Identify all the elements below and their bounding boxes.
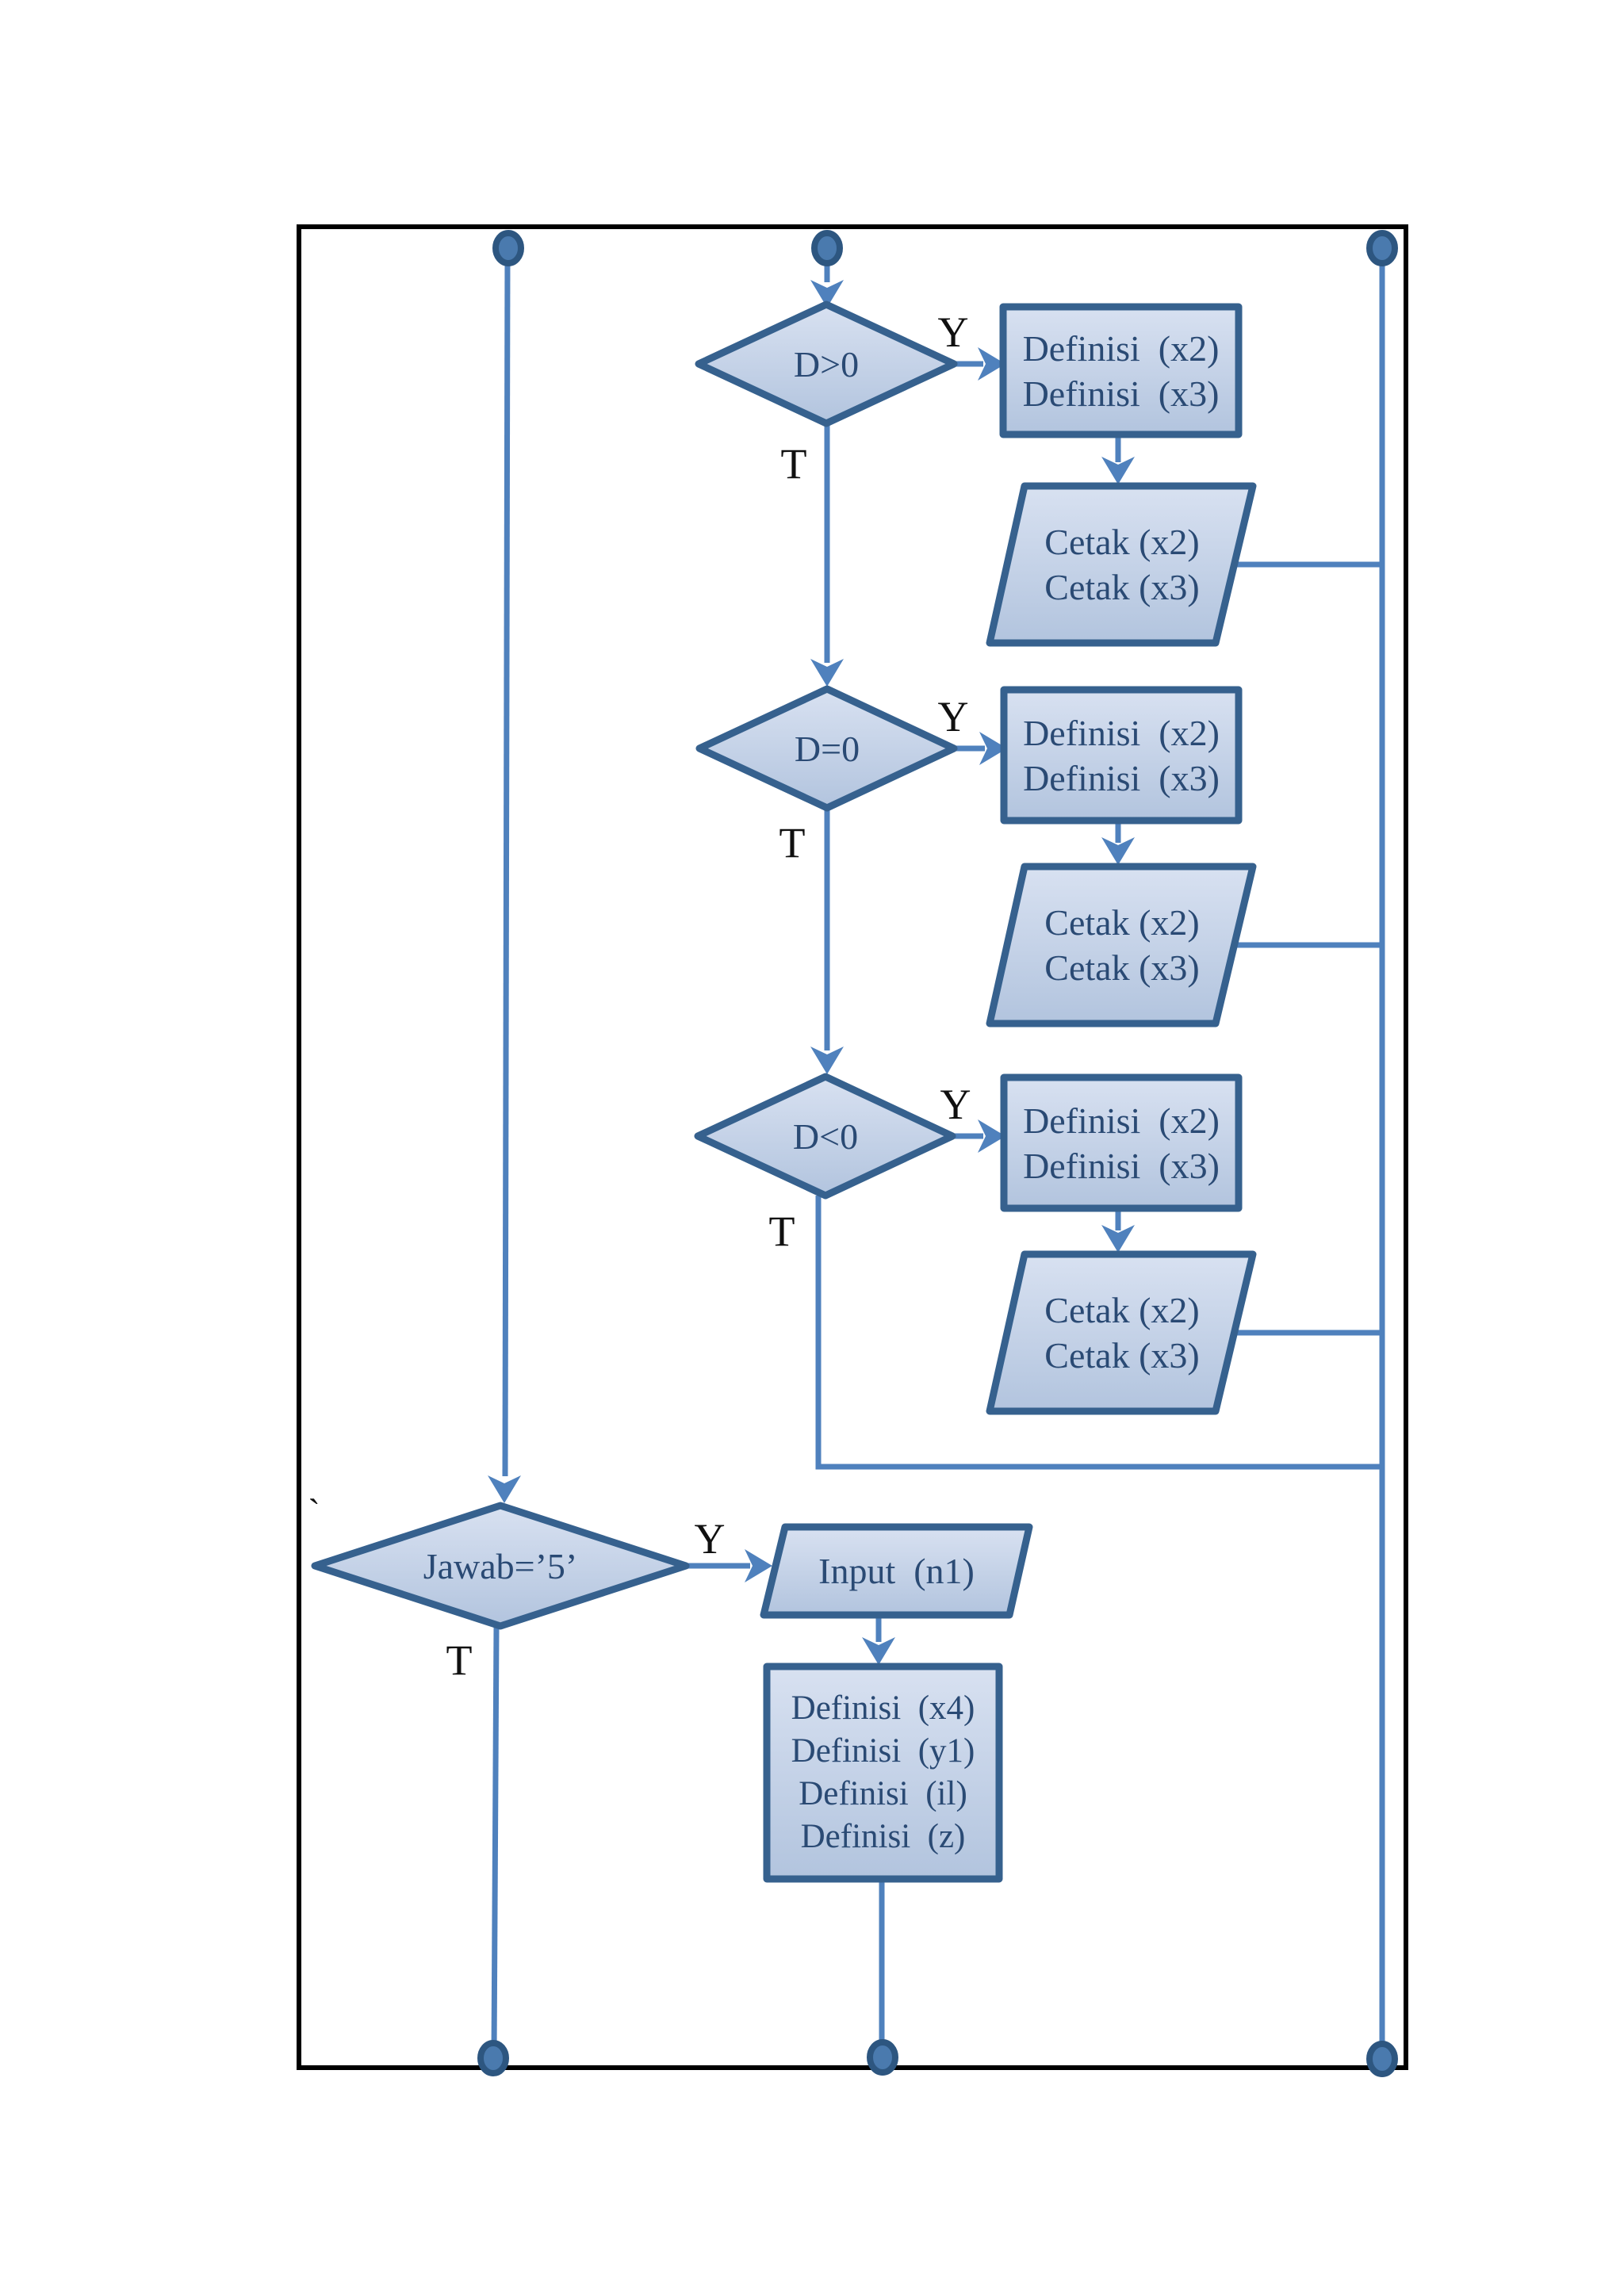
flowchart-shapes [311,300,1257,1883]
decision-d-eq-0 [695,685,958,812]
process-definisi-4 [763,1663,1003,1883]
arrowhead-into-jawab [488,1475,521,1503]
page-connector-dots [477,230,1398,2077]
connector-dot-top-left [492,230,524,266]
connector-start-to-jawab [502,249,511,1477]
process-definisi-2 [1000,686,1243,825]
decision-d-gt-0 [695,300,958,427]
decision-d-lt-0 [694,1073,956,1200]
io-cetak-3 [986,1250,1257,1415]
connector-dot-bottom-left [477,2040,509,2076]
io-cetak-1 [986,482,1257,647]
io-cetak-2 [986,863,1257,1027]
decision-jawab [311,1502,690,1630]
connector-d3-true-to-rail [815,1196,1381,1470]
connector-dot-top-right [1366,230,1398,266]
page-frame [297,224,1408,2070]
connector-dot-bottom-right [1366,2041,1398,2077]
connector-dot-top-middle [811,230,843,266]
connector-lines [491,249,1385,2058]
arrowhead-into-d2 [810,659,844,687]
connector-dot-bottom-middle [867,2039,898,2076]
process-definisi-1 [999,303,1243,438]
connector-jawab-true-to-end [491,1626,500,2056]
io-input [760,1523,1033,1619]
process-definisi-3 [1000,1073,1243,1212]
arrowhead-into-d3 [810,1047,844,1074]
